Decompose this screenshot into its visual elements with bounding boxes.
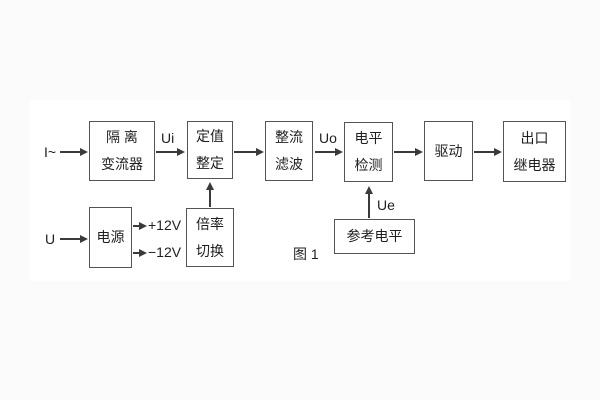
arrow-power-to-minus12v xyxy=(133,249,147,256)
signal-uo-label: Uo xyxy=(319,130,337,146)
arrow-input-to-isolation xyxy=(60,148,88,155)
arrow-isolation-to-setpoint xyxy=(156,148,185,155)
block-power-label: 电源 xyxy=(96,229,125,246)
signal-plus12v-label: +12V xyxy=(148,217,182,233)
block-rectifier-line2: 滤波 xyxy=(275,156,303,172)
block-level-detect: 电平 检测 xyxy=(344,122,393,182)
arrow-rectifier-to-level xyxy=(315,148,343,155)
arrow-voltage-to-power xyxy=(60,235,88,242)
arrow-reference-to-level xyxy=(365,186,372,218)
arrow-setpoint-to-rectifier xyxy=(234,148,264,155)
block-ratio-line2: 切换 xyxy=(196,242,224,259)
block-setpoint-line2: 整定 xyxy=(196,155,224,171)
arrow-level-to-drive xyxy=(394,148,423,155)
block-setpoint-line1: 定值 xyxy=(196,128,224,145)
block-rectifier-filter: 整流 滤波 xyxy=(265,121,313,181)
block-reference-label: 参考电平 xyxy=(346,228,403,245)
block-output-line1: 出口 xyxy=(520,129,549,146)
block-ratio-switch: 倍率 切换 xyxy=(186,208,234,267)
block-power-supply: 电源 xyxy=(89,207,132,268)
block-reference-level: 参考电平 xyxy=(334,219,415,254)
block-level-line2: 检测 xyxy=(354,157,383,173)
block-isolation-line2: 变流器 xyxy=(101,156,143,172)
signal-input-current-label: I~ xyxy=(44,144,57,160)
block-level-line1: 电平 xyxy=(354,130,383,147)
signal-minus12v-label: −12V xyxy=(148,244,182,260)
block-ratio-line1: 倍率 xyxy=(196,215,224,232)
signal-ui-label: Ui xyxy=(161,130,175,146)
block-setpoint-adjust: 定值 整定 xyxy=(187,121,233,179)
block-drive-label: 驱动 xyxy=(434,142,463,159)
signal-input-voltage-label: U xyxy=(45,231,56,247)
arrow-drive-to-output xyxy=(474,148,502,155)
block-isolation-transformer: 隔 离 变流器 xyxy=(89,121,155,181)
block-isolation-line1: 隔 离 xyxy=(106,129,138,146)
arrow-power-to-plus12v xyxy=(133,222,147,229)
block-output-relay: 出口 继电器 xyxy=(503,121,566,182)
signal-ue-label: Ue xyxy=(377,197,395,213)
block-output-line2: 继电器 xyxy=(513,156,556,173)
block-rectifier-line1: 整流 xyxy=(275,129,303,146)
arrow-ratio-to-setpoint xyxy=(206,182,213,207)
block-drive: 驱动 xyxy=(424,121,473,181)
figure-caption: 图 1 xyxy=(293,246,319,262)
